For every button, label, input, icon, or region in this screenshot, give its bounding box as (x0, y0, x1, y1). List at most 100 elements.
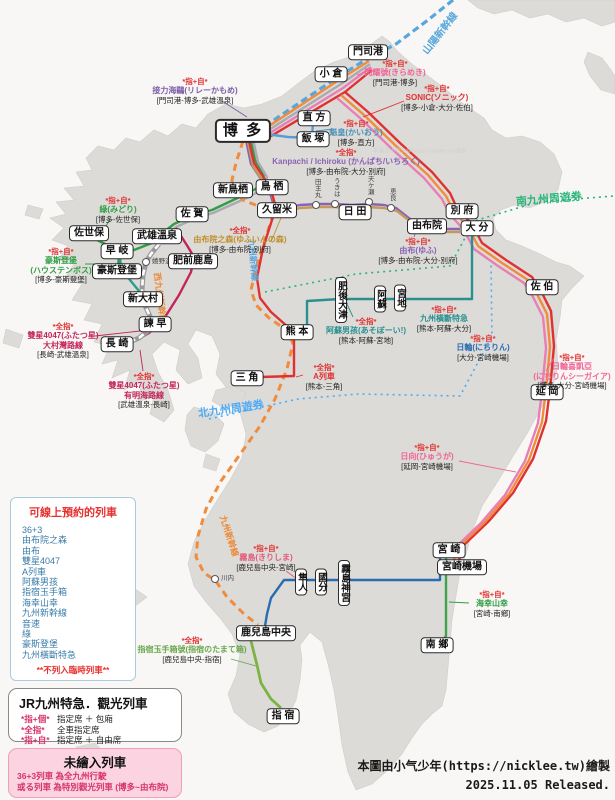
train-label-kaio: *指+自*魁皇(かいおう)[博多-直方] (329, 119, 382, 147)
reservable-train-item: 36+3 (22, 525, 43, 535)
station-指宿: 指 宿 (266, 708, 300, 724)
train-name-a-train: A列車 (313, 372, 335, 381)
minor-station-label-嬉野温泉: 嬉野温泉 (152, 257, 178, 265)
minor-station-dot-田主丸 (312, 201, 320, 209)
train-label-pointer-kaio (315, 128, 335, 132)
train-route-sonic: [博多-小倉-大分-佐伯] (401, 102, 473, 112)
station-久留米: 久留米 (257, 202, 297, 218)
train-label-umisachi-yamasachi: *指+自*海幸山幸[宮崎-南鄉] (474, 590, 511, 618)
train-seat-badge-ibusuki-tamatebako: *全指* (181, 636, 203, 645)
train-route-yufuin-no-mori: [博多-由布院-別府] (209, 244, 271, 254)
train-seat-badge-nichirin-seagaia: *指+自* (559, 353, 585, 362)
line-name-0: 山陽新幹線 (420, 10, 461, 57)
train-seat-badge-kanpachi-ichiroku: *全指* (335, 148, 357, 157)
train-route-kaio: [博多-直方] (337, 137, 375, 147)
train-seat-badge-nichirin: *指+自* (470, 334, 496, 343)
train-name-kirameki: 閃耀號(きらめき) (364, 68, 426, 77)
reservable-train-item: A列車 (22, 566, 47, 577)
train-route-kyushu-odan: [熊本-阿蘇-大分] (416, 323, 472, 333)
route-kyushu-shinkansen-orange-dash (194, 140, 295, 627)
train-label-pointer-a-train (295, 374, 304, 378)
minor-station-label-田主丸: 田主丸 (313, 178, 321, 199)
line-name-5: 南九州周遊券 (515, 190, 583, 209)
route-north-trunk-pink (264, 66, 372, 138)
train-route-kirameki: [門司港-博多] (372, 77, 418, 87)
station-小倉: 小 倉 (314, 66, 348, 82)
station-武雄溫泉: 武雄溫泉 (132, 228, 182, 244)
train-label-pointer-ibusuki-tamatebako (230, 658, 257, 667)
minor-station-dot-川内 (211, 575, 219, 583)
route-north-trunk-silver (263, 63, 371, 135)
train-name-huis-ten-bosch: 豪斯登堡 (44, 256, 77, 265)
station-三角: 三 角 (230, 370, 264, 386)
train-label-relay-kamome: *指+自*接力海鷗(リレーかもめ)[門司港-博多-武雄溫泉] (152, 77, 237, 105)
train-seat-badge-huis-ten-bosch: *指+自* (48, 247, 74, 256)
train-name-futatsuboshi-ariake: 有明海路線 (124, 390, 164, 400)
train-label-pointer-aso-boy (345, 301, 354, 318)
train-label-kanpachi-ichiroku: *全指*Kanpachi / Ichiroku (かんぱち/いちろく)[博多-由… (272, 148, 420, 176)
train-route-aso-boy: [熊本-阿蘇-宮地] (338, 335, 394, 345)
train-label-pointer-sonic (362, 100, 405, 118)
station-霧島神宮: 霧島神宮 (338, 560, 350, 606)
seat-type-row: *指+個*指定席 ＋ 包廂 (21, 714, 181, 725)
legend-not-drawn-lines: 36+3列車 為全九州行駛或る列車 為特別觀光列車 (博多~由布院) (9, 771, 181, 792)
reservable-train-item: 雙星4047 (22, 556, 61, 567)
train-name-umisachi-yamasachi: 海幸山幸 (475, 599, 508, 608)
station-大分: 大 分 (460, 220, 494, 236)
station-博多: 博 多 (214, 118, 272, 144)
reservable-train-item: 由布院之森 (22, 535, 68, 546)
train-route-midori: [博多-佐世保] (95, 214, 141, 224)
train-route-kirishima: [鹿兒島中央-宮崎] (236, 562, 296, 572)
train-seat-badge-sonic: *指+自* (424, 84, 450, 93)
legend-reservable-title: 可線上預約的列車 (29, 507, 117, 519)
station-隼人: 隼人 (295, 568, 307, 596)
train-name-nichirin-seagaia: (にちりんシーガイア) (533, 371, 611, 381)
train-label-ibusuki-tamatebako: *全指*指宿玉手箱號(指宿のたまて箱)[鹿兒島中央-指宿] (137, 636, 246, 664)
station-日田: 日 田 (338, 204, 372, 220)
legend-seat-types-rows: *指+個*指定席 ＋ 包廂*全指*全車指定席*指+自*指定席 ＋ 自由席 (9, 714, 181, 746)
train-seat-badge-umisachi-yamasachi: *指+自* (479, 590, 505, 599)
train-route-yufu: [博多-由布院-大分-別府] (378, 255, 458, 265)
legend-reservable-footnote: **不列入臨時列車** (36, 665, 110, 676)
train-label-hyuga: *指+自*日向(ひゅうが)[延岡-宮崎機場] (400, 443, 453, 471)
line-name-4: 北九州周遊券 (197, 398, 265, 421)
train-label-pointer-hyuga (458, 460, 517, 473)
train-name-aso-boy: 阿蘇男孩(あそぼーい!) (326, 326, 406, 335)
train-route-a-train: [熊本-三角] (305, 381, 343, 391)
train-label-pointer-relay-kamome (221, 100, 248, 118)
land-island-hirado (24, 204, 44, 220)
station-佐賀: 佐 賀 (175, 206, 209, 222)
seat-type-badge: *指+個* (21, 714, 50, 724)
station-延岡: 延 岡 (530, 384, 564, 400)
reservable-train-item: 指宿玉手箱 (22, 587, 68, 598)
reservable-train-item: 九州橫斷特急 (22, 649, 77, 660)
minor-station-label-川内: 川内 (221, 574, 234, 582)
station-熊本: 熊 本 (280, 324, 314, 340)
not-drawn-line: 或る列車 為特別觀光列車 (博多~由布院) (17, 781, 169, 792)
train-seat-badge-hyuga: *指+自* (414, 443, 440, 452)
minor-station-dot-うきは (331, 200, 339, 208)
train-seat-badge-aso-boy: *全指* (355, 317, 377, 326)
train-seat-badge-a-train: *全指* (313, 363, 335, 372)
land-amakusa-1 (211, 385, 247, 409)
train-route-relay-kamome: [門司港-博多-武雄溫泉] (156, 95, 234, 105)
map-credit: 本圖由小气少年(https://nicklee.tw)繪製 2025.11.05… (358, 757, 611, 794)
train-route-kanpachi-ichiroku: [博多-由布院-大分-別府] (306, 166, 386, 176)
reservable-train-item: 阿蘇男孩 (22, 577, 59, 588)
train-label-aso-boy: *全指*阿蘇男孩(あそぼーい!)[熊本-阿蘇-宮地] (326, 317, 406, 345)
station-宮崎機場: 宮崎機場 (437, 559, 487, 575)
train-route-umisachi-yamasachi: [宮崎-南鄉] (473, 608, 511, 618)
legend-seat-types-title: JR九州特急．觀光列車 (19, 697, 148, 711)
label-pointers-layer (85, 69, 555, 667)
train-label-nichirin: *指+自*日輪(にちりん)[大分-宮崎機場] (456, 334, 509, 362)
train-label-futatsuboshi-omura: *全指*雙星4047(ふたつ星)大村灣路線[長崎-武雄溫泉] (27, 322, 98, 359)
train-name-sonic: SONIC(ソニック) (405, 93, 469, 102)
legend-not-drawn-title: 未繪入列車 (63, 756, 127, 770)
legend-seat-types-box: JR九州特急．觀光列車 *指+個*指定席 ＋ 包廂*全指*全車指定席*指+自*指… (8, 688, 182, 745)
station-飯塚: 飯 塚 (296, 131, 330, 147)
train-seat-badge-futatsuboshi-omura: *全指* (52, 322, 74, 331)
seat-type-badge: *指+自* (21, 735, 50, 745)
train-name-relay-kamome: 接力海鷗(リレーかもめ) (152, 86, 238, 95)
train-name-kirishima: 霧島(きりしま) (239, 553, 293, 562)
station-早岐: 早 岐 (100, 243, 134, 259)
